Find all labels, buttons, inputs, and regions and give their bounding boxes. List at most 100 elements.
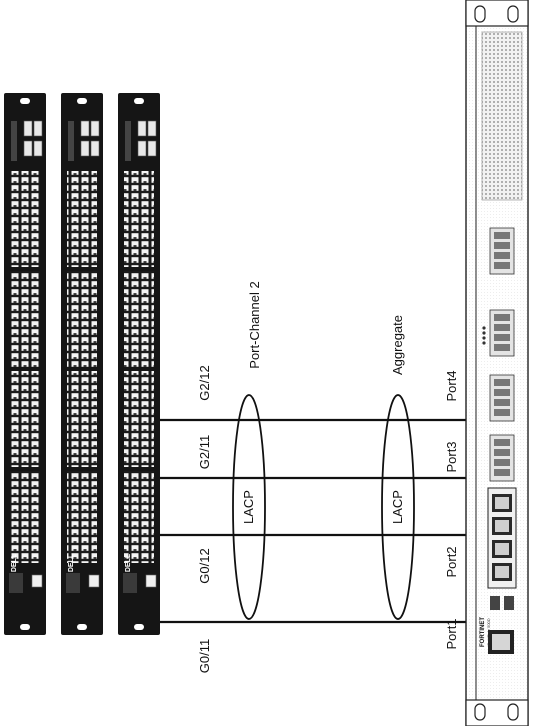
rack-hole xyxy=(134,624,144,630)
sfp-port xyxy=(80,140,90,157)
aggregate-label: Aggregate xyxy=(390,315,405,375)
rj45-port-block xyxy=(67,171,97,267)
lacp-label-firewall: LACP xyxy=(390,490,405,524)
switch-3: DELL xyxy=(118,93,160,635)
switch-1: DELL xyxy=(4,93,46,635)
console-port xyxy=(31,574,43,588)
rj45-port-inner xyxy=(495,543,509,555)
rj45-port-block xyxy=(124,271,154,367)
rj45-port-block xyxy=(67,371,97,467)
led-strip xyxy=(68,121,74,161)
sfp-port xyxy=(23,140,33,157)
led-strip xyxy=(11,121,17,161)
sfp-slot xyxy=(494,252,510,259)
rack-hole xyxy=(77,98,87,104)
led-strip xyxy=(125,121,131,161)
status-led xyxy=(482,336,486,340)
sfp-port xyxy=(33,120,43,137)
rack-hole xyxy=(134,98,144,104)
status-led xyxy=(482,326,486,330)
switch-port-label-3: G2/11 xyxy=(197,435,212,469)
sfp-port xyxy=(23,120,33,137)
switch-port-label-4: G2/12 xyxy=(197,365,212,400)
sfp-port-group xyxy=(489,309,515,357)
rj45-port-block xyxy=(10,471,40,563)
rj45-port-inner xyxy=(495,520,509,532)
sfp-slot xyxy=(494,314,510,321)
sfp-port xyxy=(90,120,100,137)
rj45-port-block xyxy=(124,471,154,563)
switch-brand-label: DELL xyxy=(125,553,132,572)
ventilation-grille xyxy=(481,31,523,201)
port-channel-label: Port-Channel 2 xyxy=(247,281,262,368)
switch-brand-label: DELL xyxy=(68,553,75,572)
rack-ear-hole xyxy=(474,703,486,721)
sfp-port xyxy=(90,140,100,157)
switch-stack: DELL DELL DELL xyxy=(4,93,160,635)
sfp-port xyxy=(33,140,43,157)
sfp-slot xyxy=(494,399,510,406)
rj45-port-block xyxy=(67,271,97,367)
rack-ear-hole xyxy=(474,5,486,23)
sfp-slot xyxy=(494,469,510,476)
lacp-bundle-ellipse-firewall xyxy=(381,394,415,620)
status-led xyxy=(482,341,486,345)
sfp-slot xyxy=(494,409,510,416)
sfp-port-group xyxy=(489,227,515,275)
label-area xyxy=(123,573,137,593)
label-area xyxy=(66,573,80,593)
firewall-model-label: FortiGate 500D xyxy=(486,618,491,645)
firewall-brand-label: FORTINET xyxy=(480,617,486,647)
status-led xyxy=(482,331,486,335)
rj45-port-block xyxy=(67,471,97,563)
rj45-port-block xyxy=(124,371,154,467)
rj45-port-inner xyxy=(495,497,509,509)
connection-lines xyxy=(160,418,480,624)
sfp-port xyxy=(137,140,147,157)
console-port xyxy=(88,574,100,588)
sfp-port xyxy=(147,140,157,157)
sfp-slot xyxy=(494,262,510,269)
sfp-slot xyxy=(494,232,510,239)
sfp-port-group xyxy=(489,374,515,422)
sfp-slot xyxy=(494,449,510,456)
sfp-slot xyxy=(494,379,510,386)
lacp-label-switch: LACP xyxy=(241,490,256,524)
lacp-bundle-ellipse-switch xyxy=(232,394,266,620)
rj45-port-block xyxy=(124,171,154,267)
firewall-port-label-3: Port3 xyxy=(444,441,459,472)
sfp-slot xyxy=(494,324,510,331)
sfp-slot xyxy=(494,389,510,396)
rj45-port-block xyxy=(10,171,40,267)
console-port xyxy=(145,574,157,588)
sfp-slot xyxy=(494,459,510,466)
sfp-slot xyxy=(494,334,510,341)
sfp-port xyxy=(147,120,157,137)
rj45-port-block xyxy=(10,371,40,467)
rack-hole xyxy=(77,624,87,630)
rack-ear-hole xyxy=(507,703,519,721)
rj45-port-inner xyxy=(495,566,509,578)
sfp-port-group xyxy=(489,434,515,482)
usb-port xyxy=(490,596,500,610)
sfp-port xyxy=(137,120,147,137)
rack-hole xyxy=(20,98,30,104)
firewall-port-label-1: Port1 xyxy=(444,618,459,649)
rj45-port-block xyxy=(10,271,40,367)
switch-port-label-1: G0/11 xyxy=(197,639,212,673)
firewall-port-label-2: Port2 xyxy=(444,546,459,577)
sfp-slot xyxy=(494,439,510,446)
rack-hole xyxy=(20,624,30,630)
rack-ear-hole xyxy=(507,5,519,23)
switch-2: DELL xyxy=(61,93,103,635)
usb-port xyxy=(504,596,514,610)
sfp-port xyxy=(80,120,90,137)
sfp-slot xyxy=(494,242,510,249)
switch-brand-label: DELL xyxy=(11,553,18,572)
sfp-slot xyxy=(494,344,510,351)
mgmt-port-inner xyxy=(492,634,510,650)
switch-port-label-2: G0/12 xyxy=(197,548,212,583)
firewall-port-label-4: Port4 xyxy=(444,370,459,401)
